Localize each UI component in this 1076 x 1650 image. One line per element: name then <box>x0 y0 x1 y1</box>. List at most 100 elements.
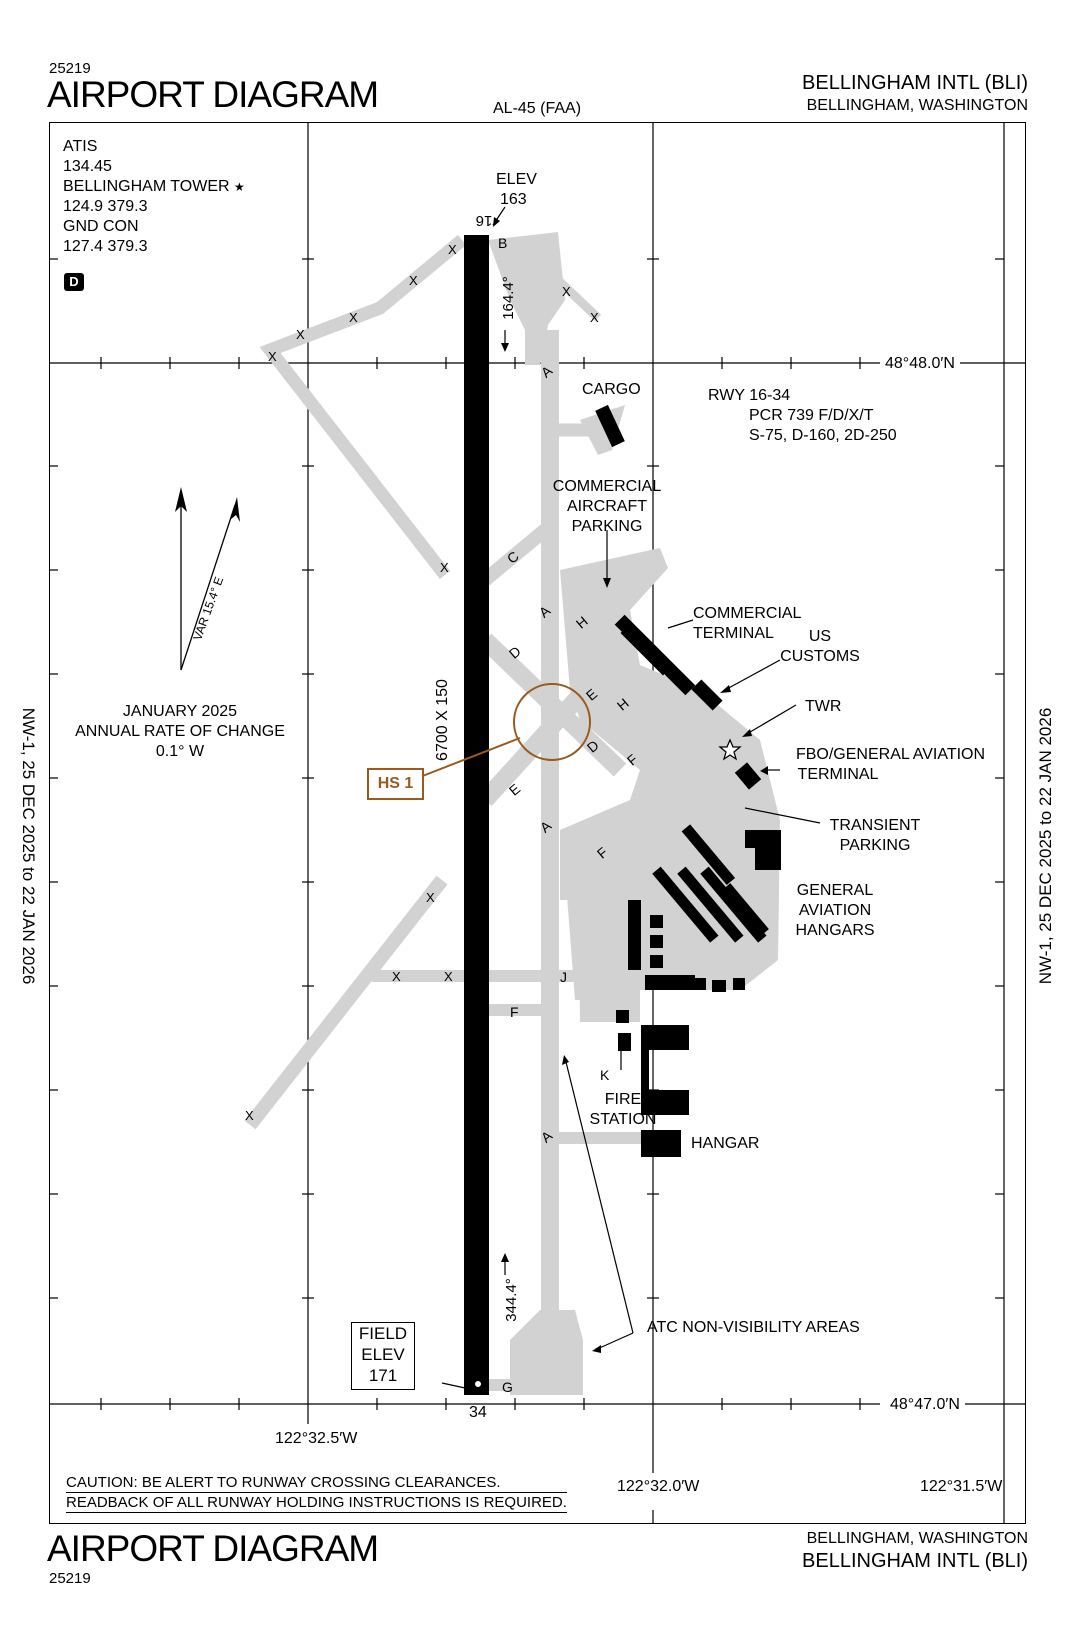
field-elev-value: 171 <box>368 1366 398 1385</box>
commercial-terminal-label-1: COMMERCIAL <box>693 605 802 622</box>
ga-hangars-label-3: HANGARS <box>795 922 875 939</box>
lat-south-label: 48°47.0′N <box>890 1396 960 1413</box>
closed-mark-11: X <box>444 969 453 984</box>
atis-frequency: 134.45 <box>63 158 112 175</box>
magvar-date: JANUARY 2025 <box>122 703 238 720</box>
closed-marks: X X X X X X X X X X X X <box>245 242 599 1123</box>
procedure-id: AL-45 (FAA) <box>493 100 582 117</box>
cargo-building <box>595 404 625 448</box>
taxiway-label-j: J <box>560 969 567 985</box>
closed-mark-4: X <box>296 327 305 342</box>
validity-left: NW-1, 25 DEC 2025 to 22 JAN 2026 <box>19 707 38 985</box>
south-runup <box>510 1310 583 1395</box>
closed-mark-6: X <box>562 284 571 299</box>
star-icon: ★ <box>234 180 245 194</box>
runway-info-3: S-75, D-160, 2D-250 <box>749 427 897 444</box>
elev-value: 163 <box>500 191 527 208</box>
runway-info-1: RWY 16-34 <box>708 387 791 404</box>
closed-mark-8: X <box>440 560 449 575</box>
runway-heading-north: 164.4° <box>500 276 517 320</box>
runway-threshold-dot <box>475 1381 481 1387</box>
tower-label: BELLINGHAM TOWER ★ <box>63 178 245 195</box>
tower-frequency: 124.9 379.3 <box>63 198 148 215</box>
city-top: BELLINGHAM, WASHINGTON <box>806 97 1028 114</box>
airport-name-bottom: BELLINGHAM INTL (BLI) <box>802 1550 1028 1572</box>
chart-title-bottom: AIRPORT DIAGRAM <box>47 1528 379 1569</box>
elev-label: ELEV <box>496 171 537 188</box>
magnetic-north-arrow <box>230 497 240 522</box>
airport-name-top: BELLINGHAM INTL (BLI) <box>802 72 1028 94</box>
commercial-parking-label-3: PARKING <box>571 518 643 535</box>
closed-mark-2: X <box>409 273 418 288</box>
ground-frequency: 127.4 379.3 <box>63 238 148 255</box>
commercial-parking-label-2: AIRCRAFT <box>567 498 647 515</box>
transient-parking-label-1: TRANSIENT <box>829 817 921 834</box>
hangar-label: HANGAR <box>691 1135 760 1152</box>
transient-parking-label-2: PARKING <box>839 837 911 854</box>
commercial-parking-label-1: COMMERCIAL <box>552 478 662 495</box>
hangar-block-1 <box>641 1025 689 1050</box>
dme-badge: D <box>64 273 84 291</box>
commercial-terminal-label-2: TERMINAL <box>693 625 774 642</box>
buildings <box>595 404 781 1157</box>
closed-taxiway-sw <box>244 875 448 1130</box>
fbo-label-1: FBO/GENERAL AVIATION <box>795 746 986 763</box>
taxiway-label-b: B <box>498 235 507 251</box>
tower-label-map: TWR <box>805 698 842 715</box>
atc-nonvisibility-label: ATC NON-VISIBILITY AREAS <box>647 1319 860 1336</box>
caution-note: CAUTION: BE ALERT TO RUNWAY CROSSING CLE… <box>66 1473 567 1513</box>
caution-line-2: READBACK OF ALL RUNWAY HOLDING INSTRUCTI… <box>66 1494 567 1513</box>
leader-lines <box>441 206 821 1389</box>
runway-info-2: PCR 739 F/D/X/T <box>749 407 874 424</box>
closed-mark-3: X <box>349 310 358 325</box>
runway-end-34: 34 <box>469 1404 487 1421</box>
runway-16-34 <box>464 235 489 1395</box>
us-customs-label-1: US <box>808 628 832 645</box>
transient-building-1 <box>745 830 781 848</box>
taxiway-a <box>541 330 559 1340</box>
hot-spot-circle <box>513 683 591 761</box>
diagram-frame <box>49 122 1026 1524</box>
validity-right: NW-1, 25 DEC 2025 to 22 JAN 2026 <box>1036 707 1055 985</box>
fire-station-label-2: STATION <box>589 1111 657 1128</box>
ga-hangars-label-1: GENERAL <box>796 882 874 899</box>
pavement <box>244 232 780 1395</box>
hot-spot-leader <box>419 737 521 778</box>
magvar-rate-value: 0.1° W <box>155 743 205 760</box>
hangar-building <box>641 1130 681 1157</box>
closed-mark-12: X <box>245 1108 254 1123</box>
fire-station-label-1: FIRE <box>604 1091 642 1108</box>
magvar-rate-label: ANNUAL RATE OF CHANGE <box>75 723 285 740</box>
closed-mark-9: X <box>426 890 435 905</box>
tower-icon <box>718 738 742 761</box>
taxiway-label-e2: E <box>506 780 523 798</box>
lon-west-label: 122°32.5′W <box>275 1430 358 1447</box>
runway-dimensions: 6700 X 150 <box>434 679 451 761</box>
ground-label: GND CON <box>63 218 139 235</box>
lon-mid-label: 122°32.0′W <box>617 1478 700 1495</box>
closed-mark-1: X <box>448 242 457 257</box>
taxiway-label-g: G <box>502 1379 513 1395</box>
closed-mark-10: X <box>392 969 401 984</box>
hot-spot-label[interactable]: HS 1 <box>367 768 424 800</box>
north-arrows <box>175 487 240 671</box>
taxiway-label-k: K <box>600 1067 610 1083</box>
atis-label: ATIS <box>63 138 98 155</box>
closed-mark-5: X <box>268 349 277 364</box>
closed-mark-7: X <box>590 310 599 325</box>
field-elev-line2: ELEV <box>361 1345 405 1364</box>
closed-taxiway-nw <box>259 234 467 579</box>
runway-end-16: 16 <box>476 212 493 229</box>
taxiway-label-f3: F <box>510 1004 519 1020</box>
lat-north-label: 48°48.0′N <box>885 355 955 372</box>
chart-title-top: AIRPORT DIAGRAM <box>47 74 379 115</box>
leader-arrowheads <box>493 217 768 1353</box>
chart-number-bottom: 25219 <box>49 1570 91 1587</box>
chart-number-top: 25219 <box>49 60 91 77</box>
lon-east-label: 122°31.5′W <box>920 1478 1003 1495</box>
us-customs-label-2: CUSTOMS <box>780 648 860 665</box>
caution-line-1: CAUTION: BE ALERT TO RUNWAY CROSSING CLE… <box>66 1473 567 1493</box>
true-north-arrow <box>175 487 187 512</box>
city-bottom: BELLINGHAM, WASHINGTON <box>806 1530 1028 1547</box>
fbo-label-2: TERMINAL <box>797 766 879 783</box>
